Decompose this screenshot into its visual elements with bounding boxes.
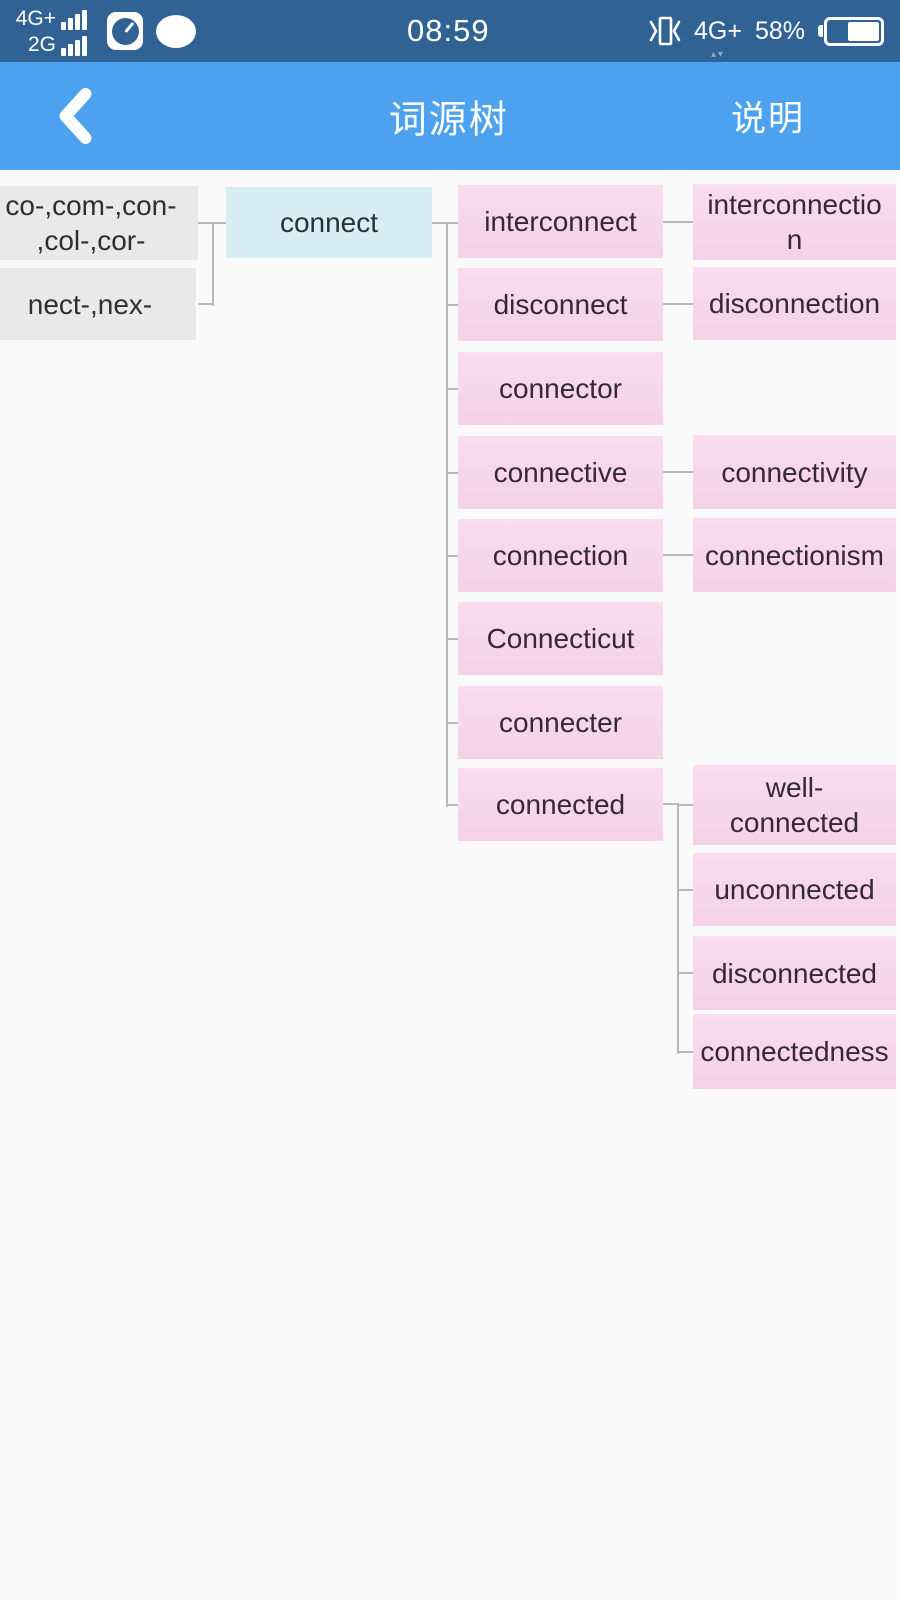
tree-connector-line — [677, 804, 693, 806]
signal-bars-icon — [61, 35, 87, 56]
node-connector[interactable]: connector — [458, 352, 663, 425]
sim2-row: 2G — [6, 33, 87, 56]
node-well-connected[interactable]: well- connected — [693, 765, 896, 845]
node-label: connect — [279, 207, 379, 238]
node-label: disconnect — [493, 289, 628, 320]
node-connecticut[interactable]: Connecticut — [458, 602, 663, 675]
vibrate-icon — [649, 16, 681, 46]
battery-percent-label: 58% — [754, 16, 805, 45]
tree-connector-line — [677, 888, 693, 891]
back-button[interactable] — [50, 85, 100, 147]
node-connective[interactable]: connective — [458, 436, 663, 509]
chat-bubble-icon — [156, 14, 196, 48]
node-interconnectio-n[interactable]: interconnectio n — [693, 184, 896, 260]
help-button[interactable]: 说明 — [730, 99, 805, 139]
data-arrows-icon: ▴▾ — [710, 49, 725, 60]
etymology-tree-canvas[interactable]: co-,com-,con- ,col-,cor-nect-,nex-connec… — [0, 170, 900, 1600]
network-type: 4G+ ▴▾ — [694, 17, 742, 60]
node-connectivity[interactable]: connectivity — [693, 435, 896, 509]
node-label: connective — [493, 457, 628, 488]
node-disconnect[interactable]: disconnect — [458, 268, 663, 341]
tree-connector-line — [663, 302, 693, 305]
tree-connector-line — [446, 721, 458, 724]
node-label: disconnection — [708, 288, 881, 319]
tree-connector-line — [677, 1050, 693, 1053]
tree-connector-line — [663, 221, 693, 223]
tree-connector-line — [446, 554, 458, 557]
status-left-cluster: 4G+ 2G — [0, 7, 196, 56]
tree-connector-line — [663, 471, 693, 473]
page-title: 词源树 — [388, 99, 509, 142]
node-connection[interactable]: connection — [458, 519, 663, 592]
node-label: nect-,nex- — [27, 288, 153, 320]
tree-connector-line — [212, 222, 214, 306]
node-disconnection[interactable]: disconnection — [693, 267, 896, 340]
tree-connector-line — [446, 471, 458, 474]
node-label: well- connected — [729, 772, 860, 838]
status-right-cluster: 4G+ ▴▾ 58% — [649, 13, 900, 60]
node-label: connectionism — [705, 539, 884, 571]
tree-connector-line — [198, 303, 212, 305]
speed-gauge-icon — [107, 12, 143, 50]
node-connectedness[interactable]: connectedness — [693, 1014, 896, 1089]
node-label: interconnect — [484, 206, 637, 237]
node-label: connection — [492, 540, 629, 571]
tree-connector-line — [677, 972, 693, 974]
node-disconnected[interactable]: disconnected — [693, 936, 896, 1010]
tree-connector-line — [446, 637, 458, 640]
tree-connector-line — [663, 554, 693, 556]
node-label: connector — [499, 373, 622, 404]
clock: 08:59 — [407, 13, 490, 48]
node-label: interconnectio n — [707, 189, 882, 255]
node-interconnect[interactable]: interconnect — [458, 185, 663, 258]
node-label: connected — [495, 789, 626, 820]
sim1-network-label: 4G+ — [15, 6, 56, 30]
status-bar: 4G+ 2G 08:59 4G+ ▴▾ — [0, 0, 900, 62]
tree-connector-line — [446, 222, 448, 807]
tree-connector-line — [663, 803, 678, 805]
battery-icon — [818, 16, 884, 46]
node-label: connecter — [499, 707, 622, 738]
node-connect[interactable]: connect — [226, 187, 432, 258]
node-unconnected[interactable]: unconnected — [693, 853, 896, 926]
back-chevron-icon — [59, 88, 92, 144]
node-co-com-con-col-cor[interactable]: co-,com-,con- ,col-,cor- — [0, 186, 198, 260]
sim2-network-label: 2G — [27, 32, 56, 56]
node-label: Connecticut — [486, 623, 635, 654]
signal-bars-icon — [61, 9, 87, 30]
tree-connector-line — [677, 803, 679, 1054]
sim1-row: 4G+ — [6, 7, 87, 30]
node-connectionism[interactable]: connectionism — [693, 518, 896, 592]
node-label: unconnected — [714, 874, 875, 905]
network-type-label: 4G+ — [694, 17, 742, 45]
dual-sim-signal: 4G+ 2G — [6, 7, 87, 56]
node-label: connectivity — [721, 456, 868, 488]
node-connected[interactable]: connected — [458, 768, 663, 841]
tree-connector-line — [446, 387, 458, 390]
node-label: co-,com-,con- ,col-,cor- — [5, 190, 177, 256]
node-nect-nex[interactable]: nect-,nex- — [0, 268, 196, 340]
tree-connector-line — [446, 803, 458, 806]
tree-connector-line — [446, 303, 458, 306]
node-label: connectedness — [700, 1036, 889, 1067]
tree-connector-line — [432, 222, 458, 224]
node-label: disconnected — [711, 957, 877, 989]
node-connecter[interactable]: connecter — [458, 686, 663, 759]
nav-bar: 词源树 说明 — [0, 62, 900, 170]
